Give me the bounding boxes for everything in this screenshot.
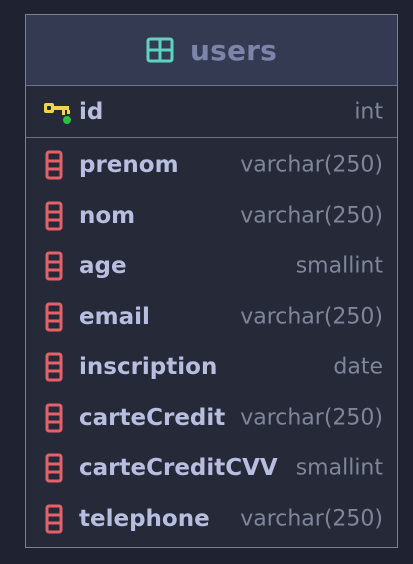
table-icon [146, 37, 174, 63]
field-row-cartecreditcvv[interactable]: carteCreditCVV smallint [26, 443, 397, 494]
field-row-age[interactable]: age smallint [26, 241, 397, 292]
field-type: int [354, 99, 383, 124]
column-icon [43, 453, 67, 483]
field-row-nom[interactable]: nom varchar(250) [26, 191, 397, 242]
field-row-cartecredit[interactable]: carteCredit varchar(250) [26, 393, 397, 444]
users-table[interactable]: users id int prenom varchar(250) [25, 14, 398, 548]
column-icon [43, 201, 67, 231]
field-row-inscription[interactable]: inscription date [26, 342, 397, 393]
field-name: telephone [79, 505, 210, 532]
field-row-prenom[interactable]: prenom varchar(250) [26, 140, 397, 191]
field-type: varchar(250) [240, 506, 383, 532]
field-type: varchar(250) [240, 304, 383, 330]
field-name: prenom [79, 152, 179, 179]
column-icon [43, 403, 67, 433]
field-type: smallint [295, 455, 383, 481]
field-name: carteCreditCVV [79, 455, 278, 482]
table-header[interactable]: users [26, 15, 397, 86]
field-name: inscription [79, 354, 218, 381]
column-icon [43, 302, 67, 332]
field-row-id[interactable]: id int [26, 86, 397, 138]
column-icon [43, 251, 67, 281]
field-type: varchar(250) [240, 405, 383, 431]
table-title: users [189, 33, 278, 67]
field-type: smallint [295, 253, 383, 279]
field-name: id [79, 98, 104, 125]
field-type: varchar(250) [240, 203, 383, 229]
field-name: nom [79, 202, 136, 229]
field-name: age [79, 253, 127, 280]
field-type: date [333, 354, 383, 380]
column-icon [43, 150, 67, 180]
field-row-telephone[interactable]: telephone varchar(250) [26, 494, 397, 545]
column-icon [43, 504, 67, 534]
field-name: carteCredit [79, 404, 226, 431]
column-icon [43, 352, 67, 382]
field-name: email [79, 303, 150, 330]
primary-key-icon [43, 97, 71, 127]
field-row-email[interactable]: email varchar(250) [26, 292, 397, 343]
field-type: varchar(250) [240, 152, 383, 178]
